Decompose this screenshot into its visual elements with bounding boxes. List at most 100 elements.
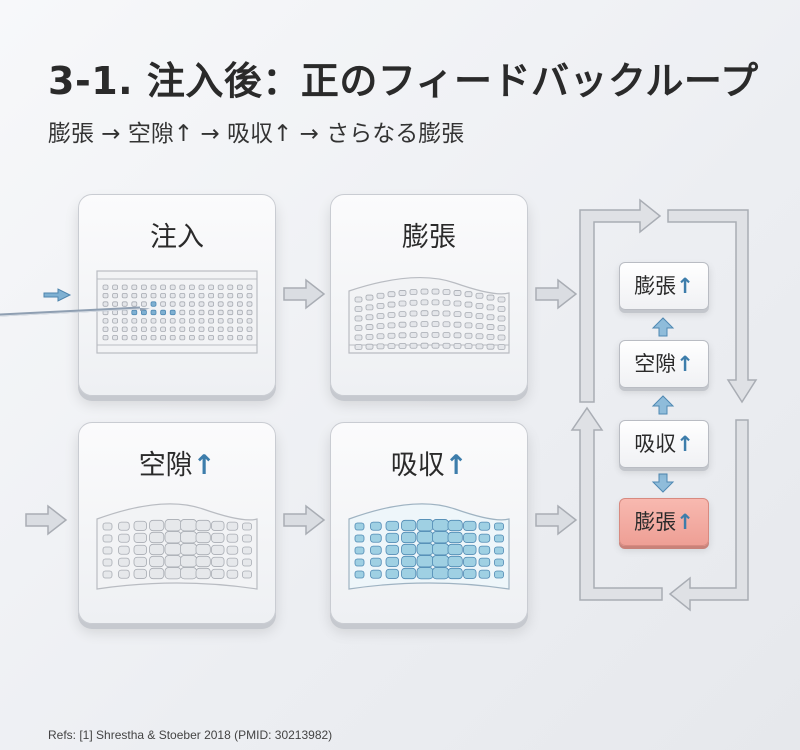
tissue-cell	[217, 301, 224, 307]
tissue-cell	[246, 309, 253, 316]
tissue-cell	[420, 331, 429, 338]
tissue-cell	[246, 301, 253, 307]
tissue-cell	[432, 543, 450, 556]
tissue-cell	[431, 310, 440, 317]
tissue-swollen-illustration	[348, 276, 510, 354]
tissue-cell	[236, 326, 243, 332]
tissue-cell	[246, 292, 253, 299]
tissue-cell	[169, 301, 176, 307]
tissue-cell	[189, 335, 195, 341]
tissue-cell	[149, 519, 165, 532]
tissue-cell	[102, 301, 109, 307]
tissue-cell	[354, 534, 365, 543]
tissue-cell	[179, 318, 186, 324]
tissue-cell	[189, 326, 195, 332]
tissue-cell	[133, 556, 147, 567]
tissue-cell	[102, 558, 113, 567]
tissue-cell	[354, 570, 365, 579]
tissue-cell	[453, 332, 462, 339]
tissue-cell	[211, 544, 225, 555]
tissue-cell	[211, 556, 225, 567]
tissue-cell	[141, 292, 147, 299]
tissue-cell	[246, 318, 253, 324]
tissue-cell	[453, 321, 462, 328]
tissue-cell	[376, 313, 385, 319]
tissue-cell	[376, 343, 385, 350]
tissue-cell	[131, 292, 138, 299]
tissue-cell	[169, 292, 176, 299]
tissue-cell	[242, 570, 252, 579]
tissue-cell	[179, 309, 186, 316]
tissue-cell	[486, 294, 495, 301]
tissue-cell	[370, 545, 382, 555]
loop-box-absorption: 吸収↑	[619, 420, 709, 468]
tissue-cell	[463, 568, 477, 579]
tissue-cell	[198, 309, 205, 316]
tissue-cell	[118, 521, 130, 531]
tissue-cell	[420, 288, 429, 295]
tissue-cell	[208, 326, 214, 332]
tissue-cell	[376, 323, 385, 330]
tissue-cell	[432, 555, 450, 568]
tissue-cell	[121, 301, 128, 307]
tissue-cell	[118, 545, 130, 555]
small-up-arrow-icon	[651, 317, 675, 337]
tissue-cell	[475, 323, 484, 330]
tissue-cell	[365, 333, 374, 340]
tissue-cell	[217, 318, 224, 324]
tissue-flat-illustration	[96, 270, 258, 354]
tissue-cell	[370, 557, 382, 567]
tissue-cell	[195, 519, 211, 532]
tissue-cell	[442, 299, 451, 306]
tissue-cell	[198, 318, 205, 324]
tissue-cell	[149, 543, 165, 556]
tissue-cell	[416, 543, 434, 556]
needle-illustration	[0, 288, 150, 317]
tissue-cell	[475, 343, 484, 350]
tissue-cell	[180, 519, 198, 532]
tissue-cell	[160, 292, 166, 299]
tissue-cell	[131, 301, 138, 307]
tissue-cell	[164, 519, 182, 532]
tissue-cell	[497, 315, 506, 322]
tissue-cell	[121, 284, 128, 290]
tissue-cell	[354, 522, 365, 531]
tissue-cell	[164, 531, 182, 544]
tissue-cell	[464, 291, 473, 298]
tissue-cell	[387, 343, 396, 350]
tissue-cell	[478, 557, 491, 567]
tissue-cell	[486, 304, 495, 311]
tissue-cell	[398, 311, 407, 318]
tissue-cell	[447, 555, 463, 568]
tissue-cell	[121, 335, 128, 341]
tissue-cell	[401, 567, 417, 580]
tissue-cell	[150, 284, 157, 290]
tissue-cell	[141, 301, 147, 307]
tissue-cell	[226, 545, 239, 555]
tissue-cell	[409, 332, 418, 338]
tissue-cell	[195, 567, 211, 580]
tissue-cell	[141, 318, 147, 324]
tissue-cell	[398, 321, 407, 328]
tissue-cell	[150, 301, 157, 307]
tissue-cell	[365, 294, 374, 301]
tissue-cell	[118, 557, 130, 567]
tissue-cell	[102, 284, 109, 290]
tissue-cell	[478, 545, 491, 555]
arrow-right-icon	[535, 279, 577, 309]
tissue-cell	[401, 555, 417, 568]
tissue-cell	[354, 306, 363, 312]
tissue-cell	[398, 343, 407, 349]
tissue-cell	[242, 546, 252, 555]
tissue-cell	[420, 342, 429, 349]
tissue-cell	[102, 570, 113, 579]
tissue-cell	[189, 309, 195, 316]
small-down-arrow-icon	[651, 473, 675, 493]
tissue-cell	[354, 344, 363, 350]
tissue-cell	[475, 333, 484, 340]
tissue-cell	[475, 313, 484, 319]
tissue-cell	[198, 292, 205, 299]
tissue-cell	[409, 299, 418, 306]
tissue-cell	[387, 322, 396, 329]
tissue-cell	[208, 335, 214, 341]
